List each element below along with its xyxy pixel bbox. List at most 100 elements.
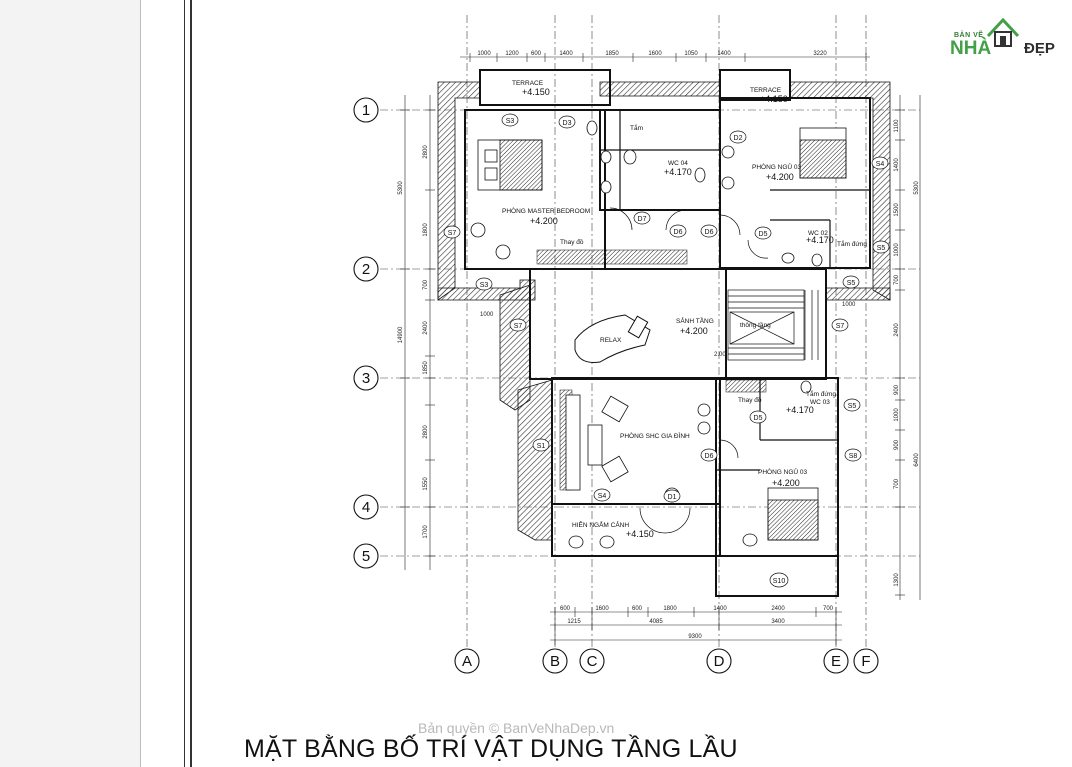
grid-col-bubbles <box>454 648 879 674</box>
plan-label: 2.00 <box>714 352 726 358</box>
plan-label: +4.200 <box>766 172 794 182</box>
grid-bubble-4 <box>353 494 379 520</box>
plan-label: +4.200 <box>772 478 800 488</box>
room-wc03: WC 03 <box>810 399 830 406</box>
plan-label: 600 <box>560 606 571 612</box>
plan-label: 2400 <box>423 321 429 335</box>
room-bed03-bottom: PHÒNG NGỦ 03 <box>758 467 808 476</box>
grid-label-3: 3 <box>362 370 370 387</box>
wall-balcony <box>715 555 839 597</box>
plan-label: 2400 <box>894 323 900 337</box>
plan-label: 4085 <box>649 619 663 625</box>
grid-label-a: A <box>462 653 472 670</box>
plan-label: 1000 <box>842 302 856 308</box>
plan-label: 1800 <box>663 606 677 612</box>
room-terrace-right: TERRACE <box>750 87 782 94</box>
dimension-text-left: 5300 14900 2800 1800 700 2400 1850 2800 … <box>398 145 429 539</box>
grid-bubble-3 <box>353 365 379 391</box>
house-icon <box>986 17 1020 47</box>
plan-label: D2 <box>734 135 743 142</box>
plan-label: S5 <box>877 245 886 252</box>
room-thong-tang: thông tầng <box>740 320 771 329</box>
grid-label-1: 1 <box>362 102 370 119</box>
room-sanh: SẢNH TẦNG <box>676 315 714 325</box>
door-swings <box>609 207 769 534</box>
plan-label: S8 <box>849 453 858 460</box>
logo-small-text: BẢN VẼ <box>954 32 984 39</box>
plan-label: 1600 <box>648 51 662 57</box>
wall-wc04 <box>599 109 721 211</box>
plan-label: 1400 <box>717 51 731 57</box>
roof-eave-right-bottom <box>825 287 891 301</box>
plan-label: 600 <box>632 606 643 612</box>
room-thay-do-right: Thay đồ <box>738 395 762 404</box>
plan-label: 1000 <box>894 408 900 422</box>
dimension-lines-left <box>400 95 435 570</box>
sanitary-fixtures <box>470 120 823 549</box>
plan-label: 1000 <box>894 243 900 257</box>
plan-label: 700 <box>894 478 900 489</box>
dimension-text-top: 1000 1200 600 1400 1850 1600 1050 1400 3… <box>477 51 827 57</box>
grid-bubble-a <box>454 648 480 674</box>
grid-bubble-1 <box>353 97 379 123</box>
room-relax: RELAX <box>600 337 622 344</box>
plan-label: 5300 <box>398 181 404 195</box>
grid-row-labels: 1 2 3 4 5 <box>362 102 370 565</box>
room-tam-dung-top: Tắm đứng <box>837 239 867 248</box>
misc-dimensions: 2.00 1000 1000 <box>480 302 856 358</box>
grid-label-5: 5 <box>362 548 370 565</box>
dimension-lines-bottom <box>550 607 842 645</box>
plan-label: 700 <box>894 274 900 285</box>
roof-eave-top-mid <box>599 81 721 97</box>
copyright-watermark: Bản quyền © BanVeNhaDep.vn <box>418 720 615 736</box>
plan-label: 1800 <box>423 223 429 237</box>
dimension-lines-right <box>895 95 921 600</box>
plan-label: D6 <box>674 229 683 236</box>
sheet-border-line <box>184 0 185 767</box>
room-wc04: WC 04 <box>668 160 688 167</box>
plan-label: D6 <box>705 229 714 236</box>
room-labels: TERRACE +4.150 TERRACE +4.150 Tắm WC 04 … <box>502 80 867 539</box>
code-labels: S3 D3 D2 S4 S7 D7 D6 D6 D5 S5 S3 S5 S7 S… <box>448 118 886 585</box>
room-tam-dung-right: Tắm đứng <box>806 389 836 398</box>
room-bed03-top: PHÒNG NGỦ 03 <box>752 162 802 171</box>
room-wc02: WC 02 <box>808 230 828 237</box>
plan-label: D3 <box>563 120 572 127</box>
grid-bubble-b <box>542 648 568 674</box>
grid-label-4: 4 <box>362 499 370 516</box>
plan-label: S3 <box>480 282 489 289</box>
plan-label: 1050 <box>684 51 698 57</box>
logo-dep-text: ĐẸP <box>1024 40 1055 57</box>
plan-label: 1850 <box>605 51 619 57</box>
plan-label: 700 <box>823 606 834 612</box>
room-thay-do-left: Thay đồ <box>560 237 584 246</box>
plan-label: +4.150 <box>760 94 788 104</box>
dimension-text-bottom: 600 1600 600 1800 1400 2400 700 1215 408… <box>560 606 834 640</box>
plan-label: +4.200 <box>530 216 558 226</box>
plan-label: 1200 <box>505 51 519 57</box>
code-bubbles <box>443 113 890 588</box>
partitions <box>600 110 870 471</box>
grid-bubble-d <box>706 648 732 674</box>
plan-label: 1100 <box>894 119 900 133</box>
piano <box>574 314 651 363</box>
grid-label-c: C <box>587 653 598 670</box>
plan-label: S5 <box>847 280 856 287</box>
grid-label-f: F <box>861 653 870 670</box>
plan-label: 900 <box>894 384 900 395</box>
wall-terrace-right <box>719 69 791 101</box>
grid-bubble-f <box>853 648 879 674</box>
plan-label: 1700 <box>423 525 429 539</box>
plan-label: +4.170 <box>664 167 692 177</box>
grid-bubble-e <box>823 648 849 674</box>
plan-label: 1000 <box>477 51 491 57</box>
plan-label: 14900 <box>398 326 404 343</box>
grid-label-d: D <box>714 653 725 670</box>
plan-label: 1400 <box>559 51 573 57</box>
wardrobe-band <box>536 249 688 265</box>
wardrobe-band-right <box>725 379 767 393</box>
plan-label: D7 <box>638 216 647 223</box>
plan-label: D5 <box>759 231 768 238</box>
plan-label: 1600 <box>595 606 609 612</box>
plan-label: S4 <box>598 493 607 500</box>
